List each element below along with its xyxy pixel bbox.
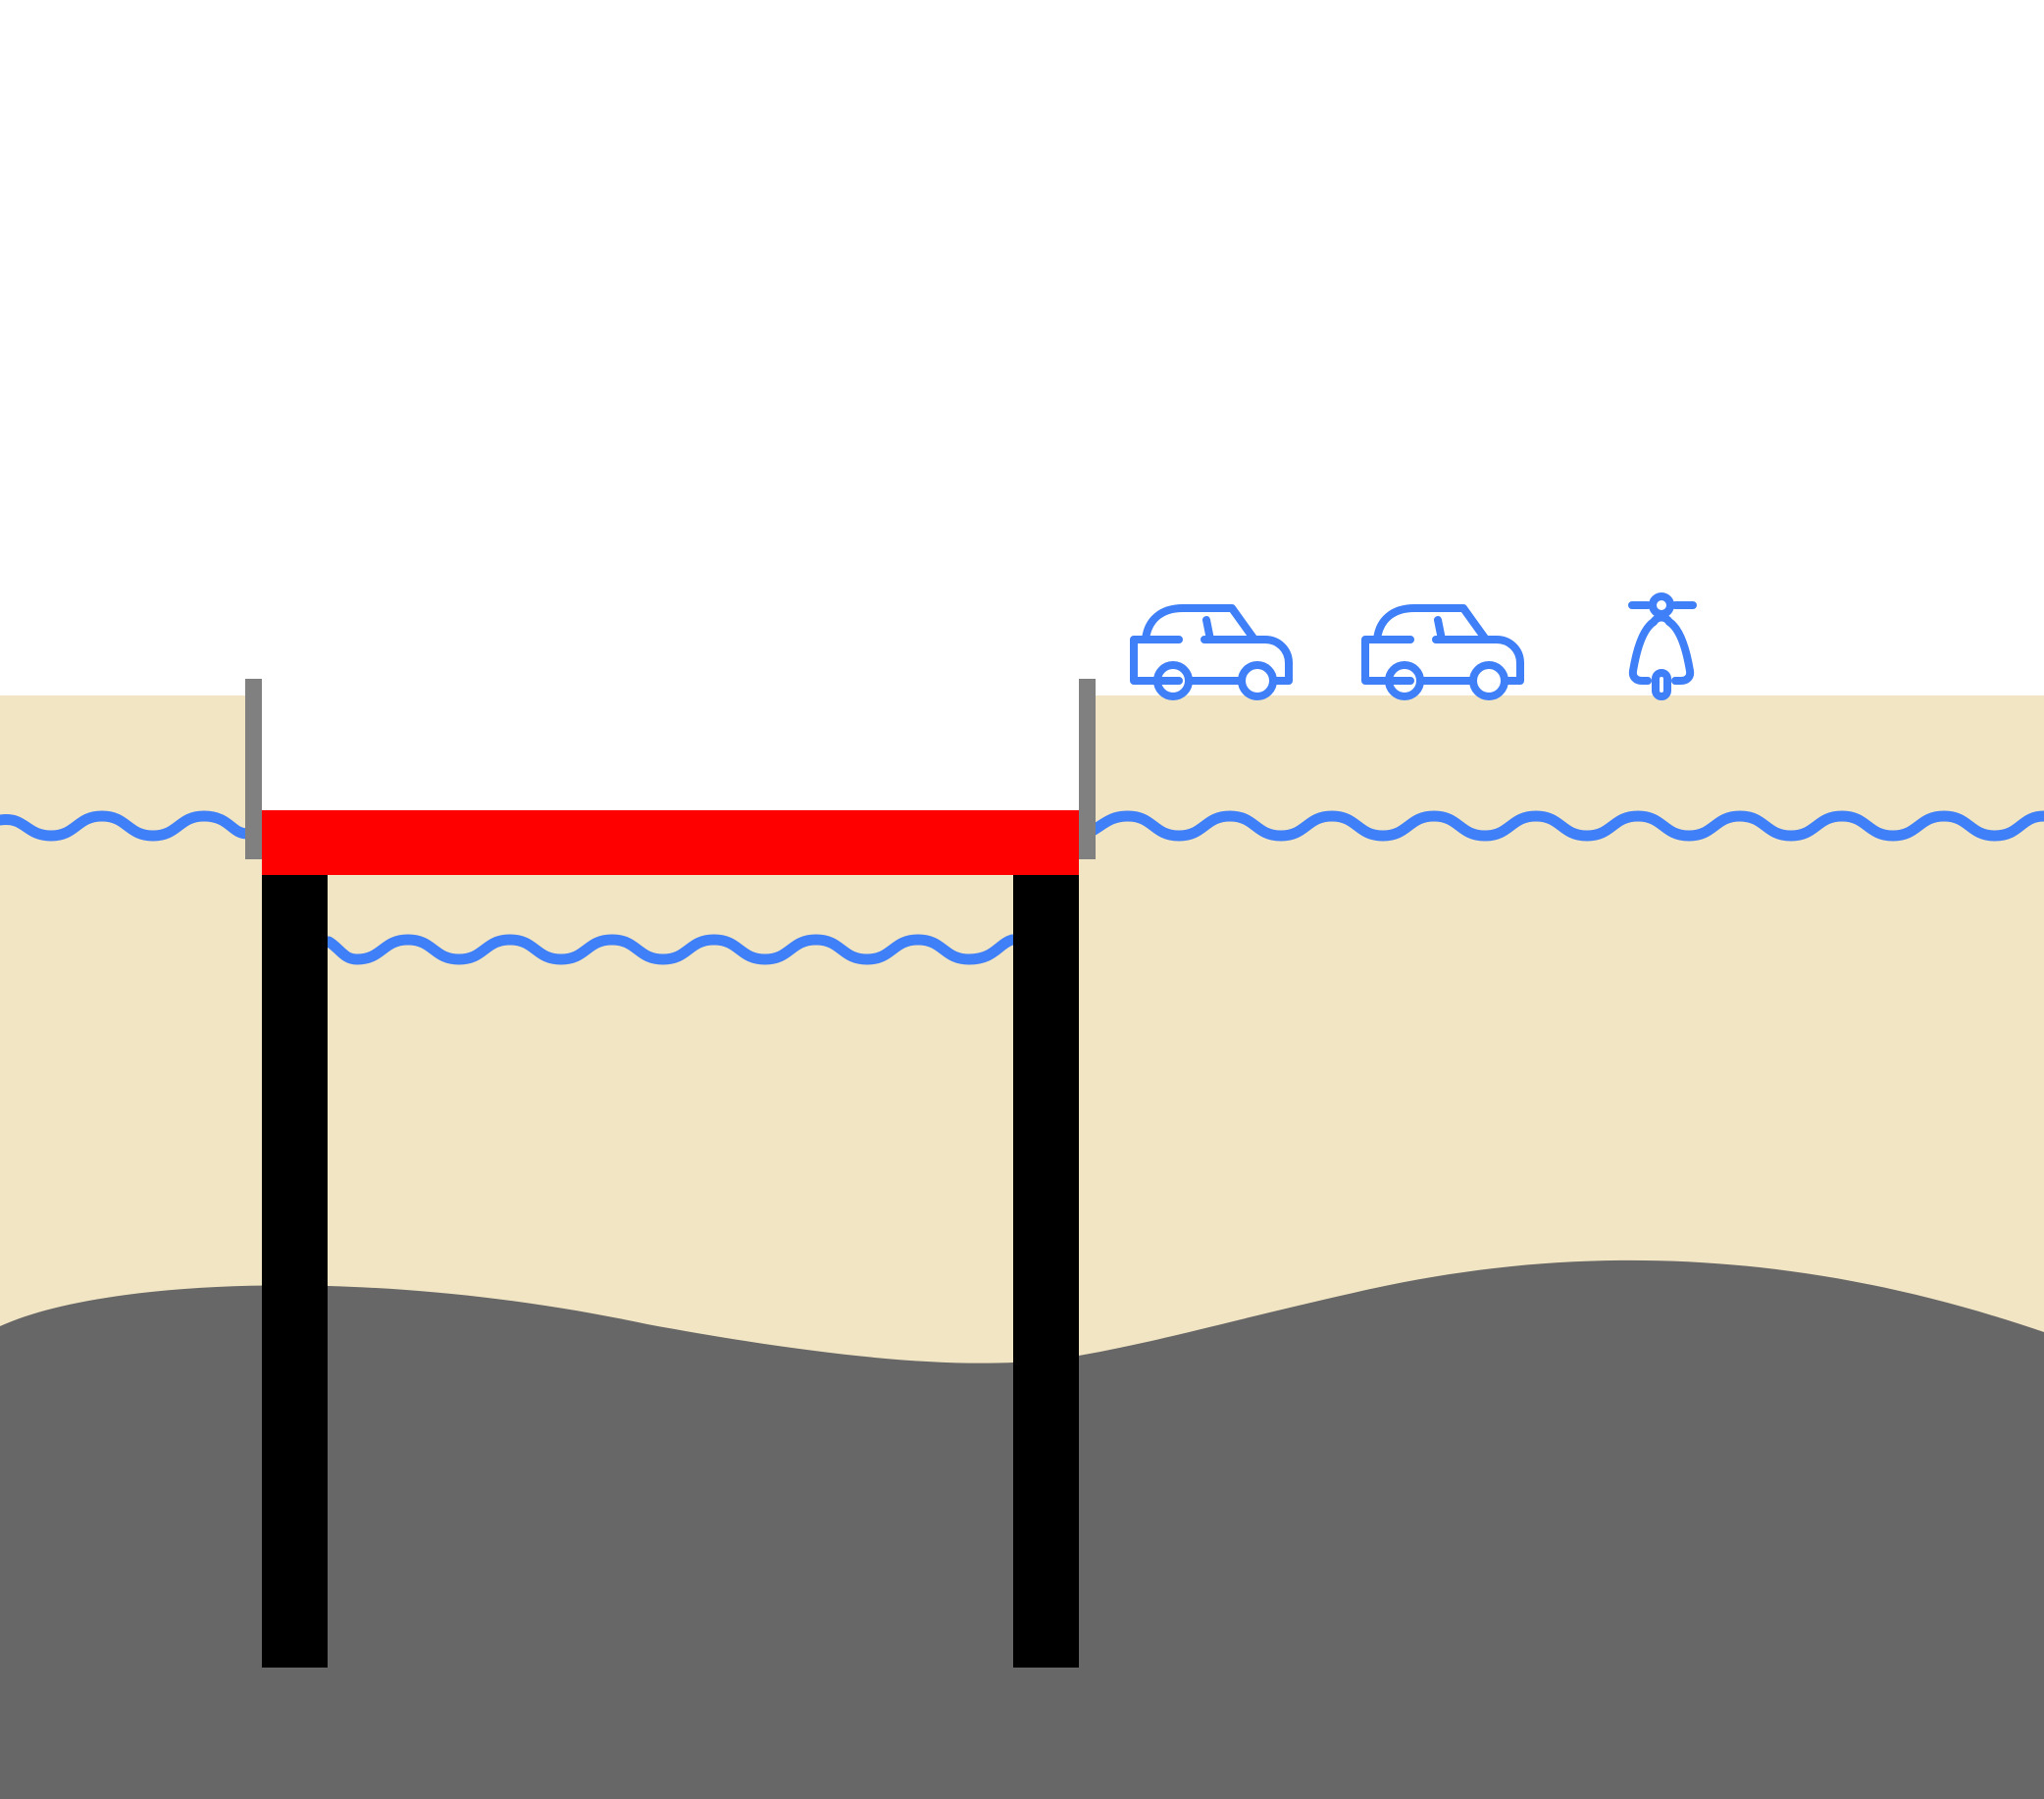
pile-left	[262, 875, 328, 1668]
scooter-icon	[1628, 592, 1697, 700]
water-line-left	[0, 810, 253, 842]
car-icon	[1361, 604, 1524, 700]
guard-post-left	[245, 679, 262, 859]
guard-post-right	[1079, 679, 1096, 859]
excavation-opening	[253, 687, 1080, 810]
car-icon	[1130, 604, 1293, 700]
pile-right	[1013, 875, 1079, 1668]
water-line-inside	[323, 934, 1018, 965]
water-line-right	[1085, 810, 2044, 842]
deck-slab	[262, 810, 1079, 875]
